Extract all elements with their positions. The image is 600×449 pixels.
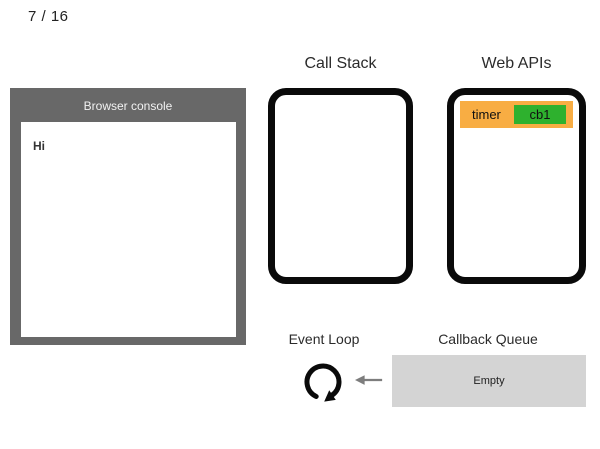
arrow-left-icon bbox=[355, 375, 383, 385]
callback-queue-box: Empty bbox=[392, 355, 586, 407]
browser-console-panel: Browser console Hi bbox=[10, 88, 246, 345]
callback-queue-status: Empty bbox=[473, 375, 505, 387]
loop-circular-arrow-icon bbox=[304, 363, 342, 402]
web-apis-box: timer cb1 bbox=[447, 88, 586, 284]
call-stack-title: Call Stack bbox=[304, 55, 377, 72]
browser-console-title: Browser console bbox=[83, 99, 173, 113]
browser-console-output: Hi bbox=[21, 122, 236, 337]
web-apis-title: Web APIs bbox=[481, 55, 552, 72]
web-api-timer-item: timer cb1 bbox=[460, 101, 573, 128]
console-log-line: Hi bbox=[33, 139, 45, 153]
slide-page-counter: 7 / 16 bbox=[28, 8, 69, 25]
timer-callback-badge: cb1 bbox=[514, 105, 566, 124]
event-loop-title: Event Loop bbox=[288, 331, 360, 347]
call-stack-box bbox=[268, 88, 413, 284]
callback-queue-title: Callback Queue bbox=[438, 331, 538, 347]
timer-label: timer bbox=[472, 107, 501, 122]
